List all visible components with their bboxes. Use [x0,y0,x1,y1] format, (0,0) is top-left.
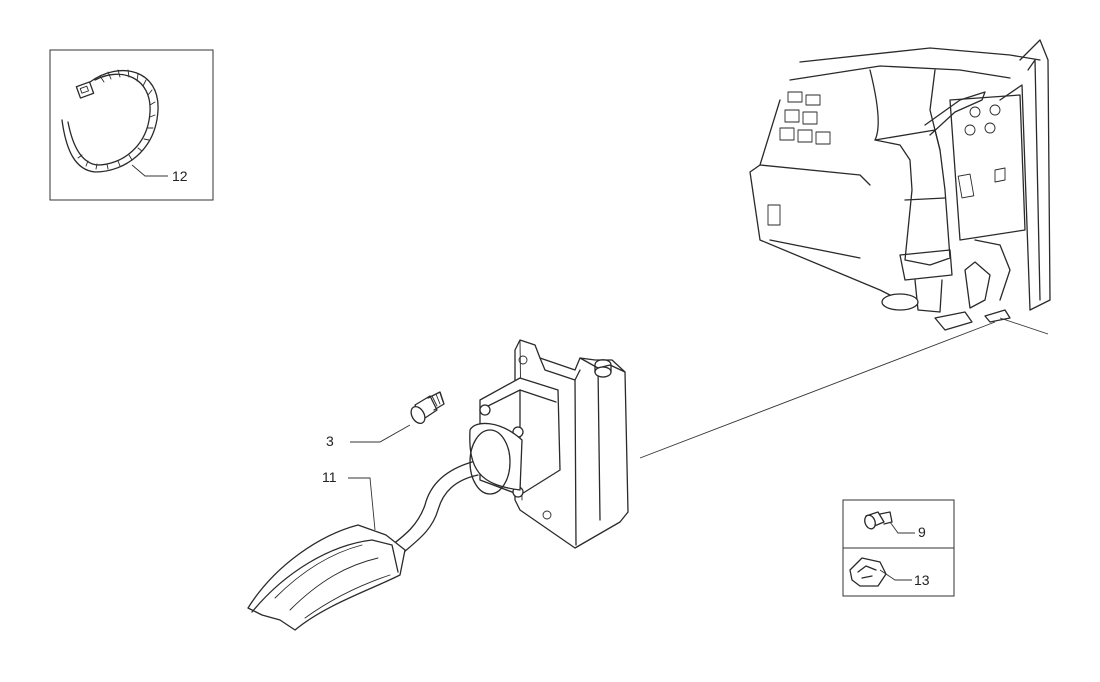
callout-9: 9 [918,524,926,540]
connector-line-pedal [639,321,996,459]
callout-13: 13 [914,572,930,588]
callout-12: 12 [172,168,188,184]
callout-3: 3 [326,433,334,449]
leader-12 [131,164,168,177]
bolt-icon [410,391,445,425]
leader-11 [348,477,376,531]
inset-frame-12 [49,49,214,201]
callout-11: 11 [322,469,337,485]
screw-icon [864,511,893,530]
leader-3 [350,424,411,443]
clip-icon [849,557,887,587]
cable-tie-icon [61,69,159,173]
inset-cable-tie: 12 [49,49,214,201]
leader-9 [889,521,915,534]
cab-interior-icon [749,39,1051,331]
leader-13 [879,569,912,581]
accelerator-pedal-icon [247,339,629,631]
connector-line-cab [999,317,1049,335]
inset-small-parts: 9 13 [842,499,955,597]
